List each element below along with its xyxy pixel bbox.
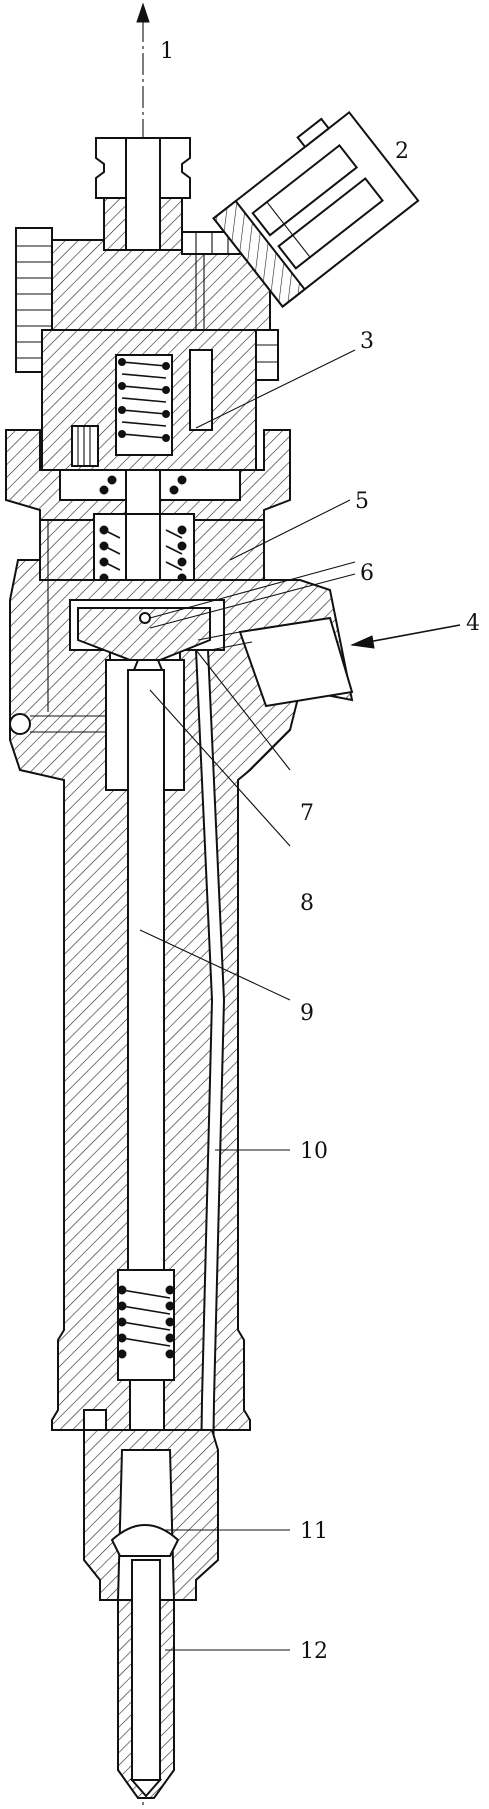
label-10: 10	[300, 1139, 328, 1164]
electrical-connector	[212, 111, 420, 308]
nozzle-tip	[117, 1559, 175, 1799]
label-5: 5	[355, 489, 369, 514]
label-9: 9	[300, 1001, 314, 1026]
label-1: 1	[160, 39, 174, 64]
label-2: 2	[395, 139, 409, 164]
nozzle-spring	[83, 1269, 175, 1451]
control-rod	[127, 669, 165, 1279]
label-12: 12	[300, 1639, 328, 1664]
label-3: 3	[360, 329, 374, 354]
solenoid-spring	[118, 358, 170, 442]
label-8: 8	[300, 891, 314, 916]
label-4: 4	[466, 611, 480, 636]
injector-body	[9, 520, 354, 1431]
return-fitting	[95, 137, 191, 299]
inlet-arrow-head	[350, 635, 375, 649]
leader-lines	[139, 349, 461, 1651]
return-arrow-head	[136, 2, 150, 23]
label-11: 11	[300, 1519, 328, 1544]
label-6: 6	[360, 561, 374, 586]
label-7: 7	[300, 801, 314, 826]
